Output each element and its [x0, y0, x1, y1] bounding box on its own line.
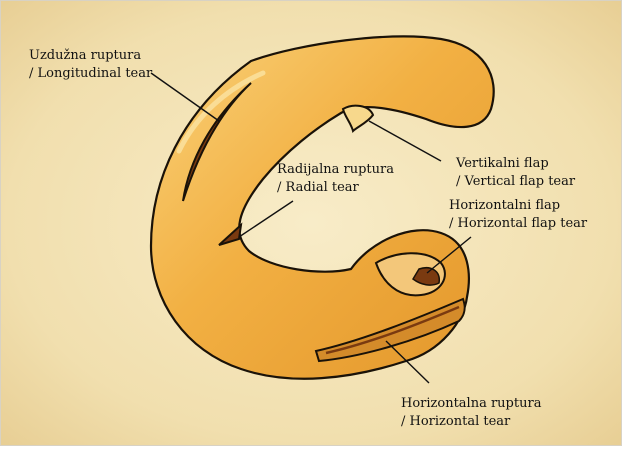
label-horizontal-flap-line2: / Horizontal flap tear — [449, 216, 588, 231]
label-horizontal-flap-line1: Horizontalni flap — [449, 198, 560, 213]
label-radial-line2: / Radial tear — [277, 180, 360, 195]
label-radial-line1: Radijalna ruptura — [277, 162, 394, 177]
label-vertical-flap-line1: Vertikalni flap — [455, 156, 549, 171]
label-longitudinal-line2: / Longitudinal tear — [29, 66, 153, 81]
label-longitudinal-line1: Uzdužna ruptura — [29, 48, 141, 63]
label-horizontal-line2: / Horizontal tear — [401, 414, 511, 429]
label-horizontal-line1: Horizontalna ruptura — [401, 396, 542, 411]
label-vertical-flap-line2: / Vertical flap tear — [456, 174, 576, 189]
